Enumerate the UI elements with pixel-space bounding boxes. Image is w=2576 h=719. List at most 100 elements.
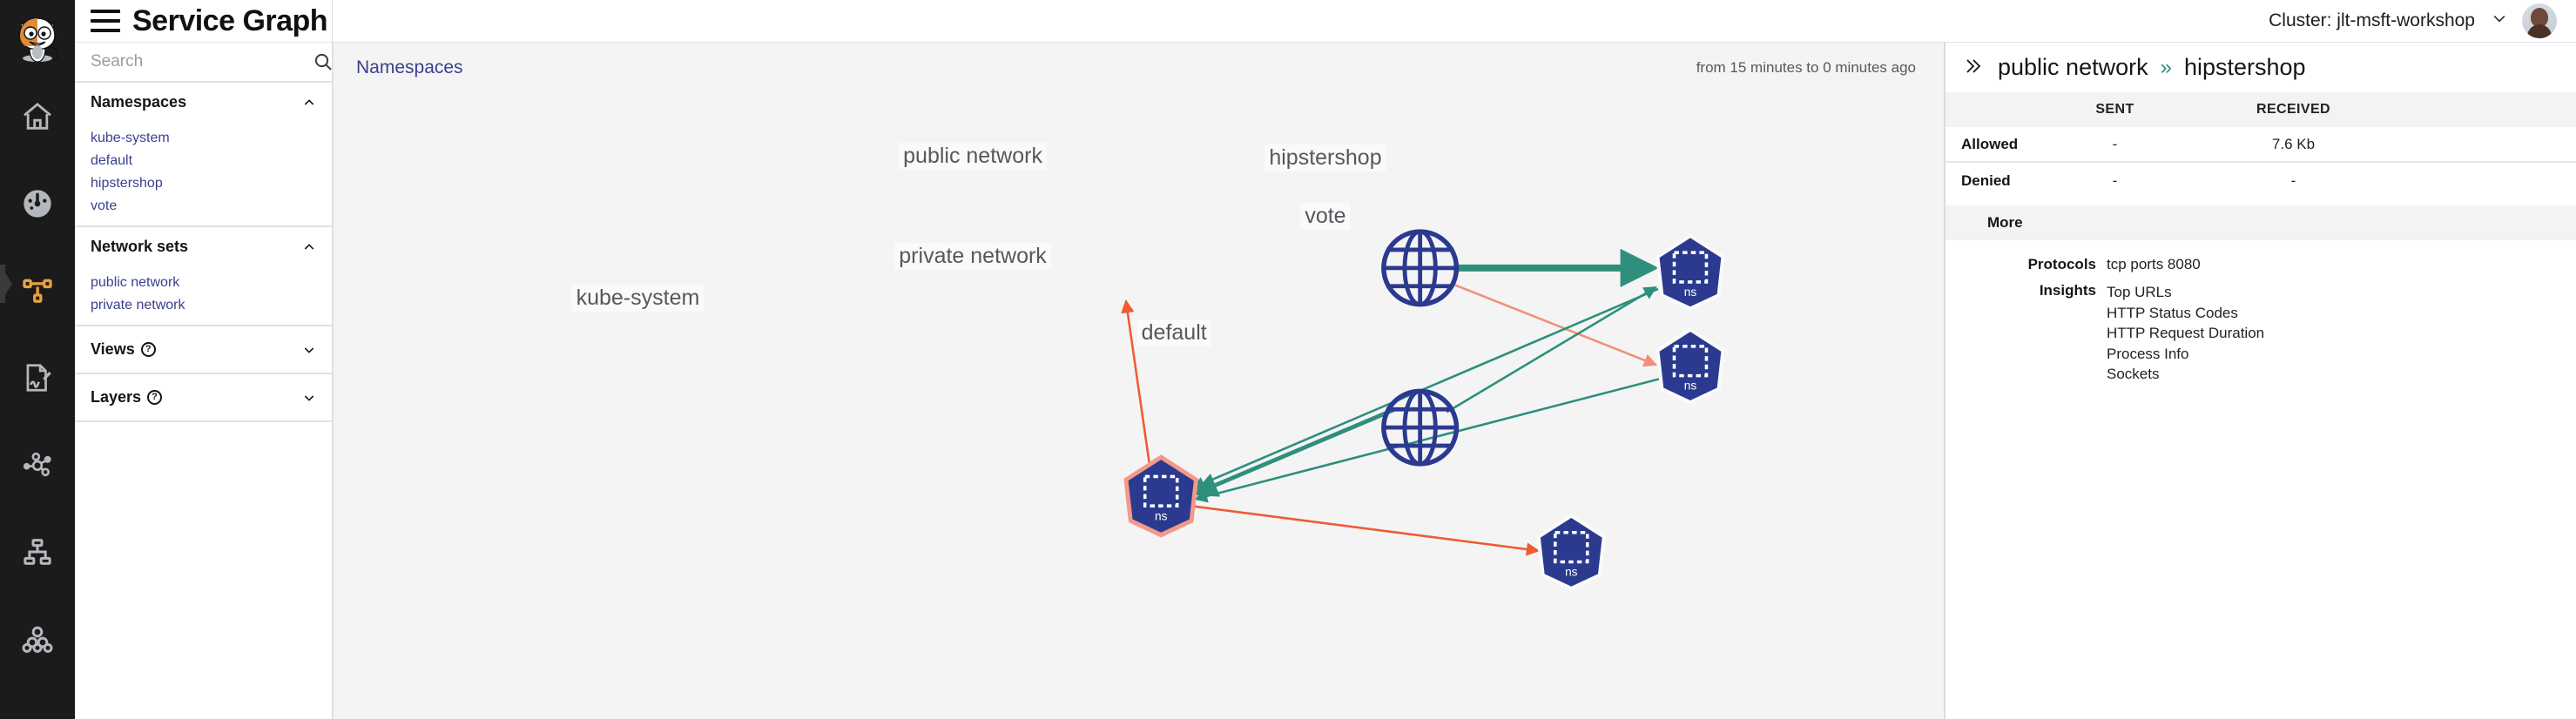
cat-logo-icon[interactable] [0, 0, 75, 75]
page-title: Service Graph [132, 3, 328, 37]
double-chevron-icon: » [2160, 55, 2172, 79]
divider [75, 373, 332, 374]
col-received: RECEIVED [2256, 102, 2330, 117]
time-range-label: from 15 minutes to 0 minutes ago [1696, 58, 1916, 76]
section-views[interactable]: Views ? [75, 326, 332, 373]
sidebar-item-clusters[interactable] [0, 597, 75, 684]
search-input[interactable] [91, 52, 304, 71]
clusters-icon [20, 622, 55, 661]
details-source: public network [1998, 54, 2148, 80]
canvas-header: Namespaces from 15 minutes to 0 minutes … [334, 43, 1944, 92]
cell-denied-received: - [2290, 171, 2296, 189]
chevron-up-icon[interactable] [302, 96, 316, 110]
board: Namespaces from 15 minutes to 0 minutes … [333, 42, 2576, 719]
node-sublabel: ns [1684, 380, 1697, 393]
node-sublabel: ns [1155, 509, 1168, 522]
section-network-sets-label: Network sets [91, 238, 189, 255]
row-label-allowed: Allowed [1961, 135, 2019, 152]
spacer [75, 317, 332, 325]
insight-http-status-codes[interactable]: HTTP Status Codes [2107, 304, 2238, 321]
edge-hipstershop-to-kube-system[interactable] [1190, 287, 1659, 490]
chevron-down-icon[interactable] [302, 391, 316, 405]
details-panel: public network » hipstershop SENT RECEIV… [1944, 42, 2576, 719]
section-layers[interactable]: Layers ? [75, 374, 332, 420]
sidebar-item-policies[interactable] [0, 336, 75, 423]
spacer [1945, 240, 2576, 256]
sidebar-item-home[interactable] [0, 75, 75, 162]
node-label-vote: vote [1300, 203, 1351, 230]
chevron-down-icon[interactable] [2491, 10, 2508, 32]
panel-header: Service Graph [75, 0, 332, 42]
help-icon[interactable]: ? [140, 342, 156, 357]
node-label-default: default [1136, 319, 1211, 346]
avatar[interactable] [2522, 3, 2557, 38]
node-private-network[interactable] [1381, 388, 1460, 467]
top-bar: Cluster: jlt-msft-workshop [333, 0, 2576, 42]
section-network-sets[interactable]: Network sets [75, 227, 332, 266]
details-title: public network » hipstershop [1945, 43, 2576, 92]
home-icon [20, 99, 55, 138]
node-sublabel: ns [1565, 566, 1578, 579]
edge-public-network-to-vote[interactable] [1450, 282, 1658, 367]
edge-vote-to-kube-system[interactable] [1193, 377, 1662, 503]
chevron-right-double-icon[interactable] [1961, 56, 1986, 80]
left-panel: Service Graph Namespaces [75, 0, 361, 719]
search-icon[interactable] [313, 51, 334, 72]
divider [75, 325, 332, 326]
sidebar-item-nodes[interactable] [0, 423, 75, 510]
insight-sockets[interactable]: Sockets [2107, 366, 2160, 382]
chevron-up-icon[interactable] [302, 240, 316, 254]
insight-http-request-duration[interactable]: HTTP Request Duration [2107, 325, 2265, 341]
node-vote[interactable]: ns [1656, 327, 1725, 405]
cluster-label: Cluster: jlt-msft-workshop [2269, 10, 2475, 30]
row-label-denied: Denied [1961, 171, 2011, 189]
sidebar-item-endpoints[interactable] [0, 510, 75, 597]
node-label-public-network: public network [899, 143, 1047, 170]
section-views-label: Views [91, 340, 135, 358]
sidebar-item-vote[interactable]: vote [91, 198, 118, 213]
node-hipstershop[interactable]: ns [1656, 233, 1725, 311]
table-row: Denied - - [1945, 163, 2576, 198]
node-sublabel: ns [1684, 286, 1697, 299]
graph-canvas[interactable]: Namespaces from 15 minutes to 0 minutes … [333, 42, 1944, 719]
cluster-selector[interactable]: Cluster: jlt-msft-workshop [2269, 10, 2508, 32]
section-namespaces-label: Namespaces [91, 93, 187, 111]
section-layers-label: Layers [91, 388, 142, 406]
node-kube-system[interactable]: ns [1123, 454, 1199, 538]
insights-label: Insights [2039, 282, 2096, 299]
edge-private-network-to-hipstershop[interactable] [1446, 286, 1657, 413]
details-target: hipstershop [2183, 54, 2306, 80]
help-icon[interactable]: ? [147, 390, 163, 405]
cell-allowed-sent: - [2112, 135, 2118, 152]
sidebar-item-hipstershop[interactable]: hipstershop [91, 176, 163, 191]
breadcrumb[interactable]: Namespaces [356, 57, 463, 77]
sidebar-item-service-graph[interactable] [0, 249, 75, 336]
node-public-network[interactable] [1381, 229, 1460, 307]
edge-kube-system-to-default[interactable] [1190, 504, 1541, 556]
sidebar-item-private-network[interactable]: private network [91, 298, 185, 312]
protocols-label: Protocols [2027, 256, 2096, 272]
cell-denied-sent: - [2112, 171, 2118, 189]
chevron-down-icon[interactable] [302, 343, 316, 357]
sidebar-item-kube-system[interactable]: kube-system [91, 131, 170, 145]
insight-process-info[interactable]: Process Info [2107, 345, 2189, 362]
spacer [1945, 273, 2576, 282]
sidebar-item-public-network[interactable]: public network [91, 275, 180, 290]
edge-private-network-to-kube-system[interactable] [1191, 407, 1396, 497]
sidebar-item-dashboard[interactable] [0, 162, 75, 249]
graph-edges [1121, 248, 1662, 556]
details-table-header: SENT RECEIVED [1945, 92, 2576, 127]
search-row [75, 42, 361, 83]
insight-top-urls[interactable]: Top URLs [2107, 284, 2172, 300]
service-graph-svg[interactable]: ns ns ns [334, 43, 1944, 658]
divider [75, 225, 332, 227]
hamburger-menu-icon[interactable] [91, 10, 120, 32]
sidebar-item-default[interactable]: default [91, 153, 133, 168]
section-namespaces[interactable]: Namespaces [75, 83, 332, 122]
node-default[interactable]: ns [1536, 513, 1607, 591]
node-label-hipstershop: hipstershop [1264, 144, 1386, 171]
more-section-header[interactable]: More [1945, 205, 2576, 240]
dashboard-icon [20, 186, 55, 225]
node-label-private-network: private network [894, 243, 1051, 270]
